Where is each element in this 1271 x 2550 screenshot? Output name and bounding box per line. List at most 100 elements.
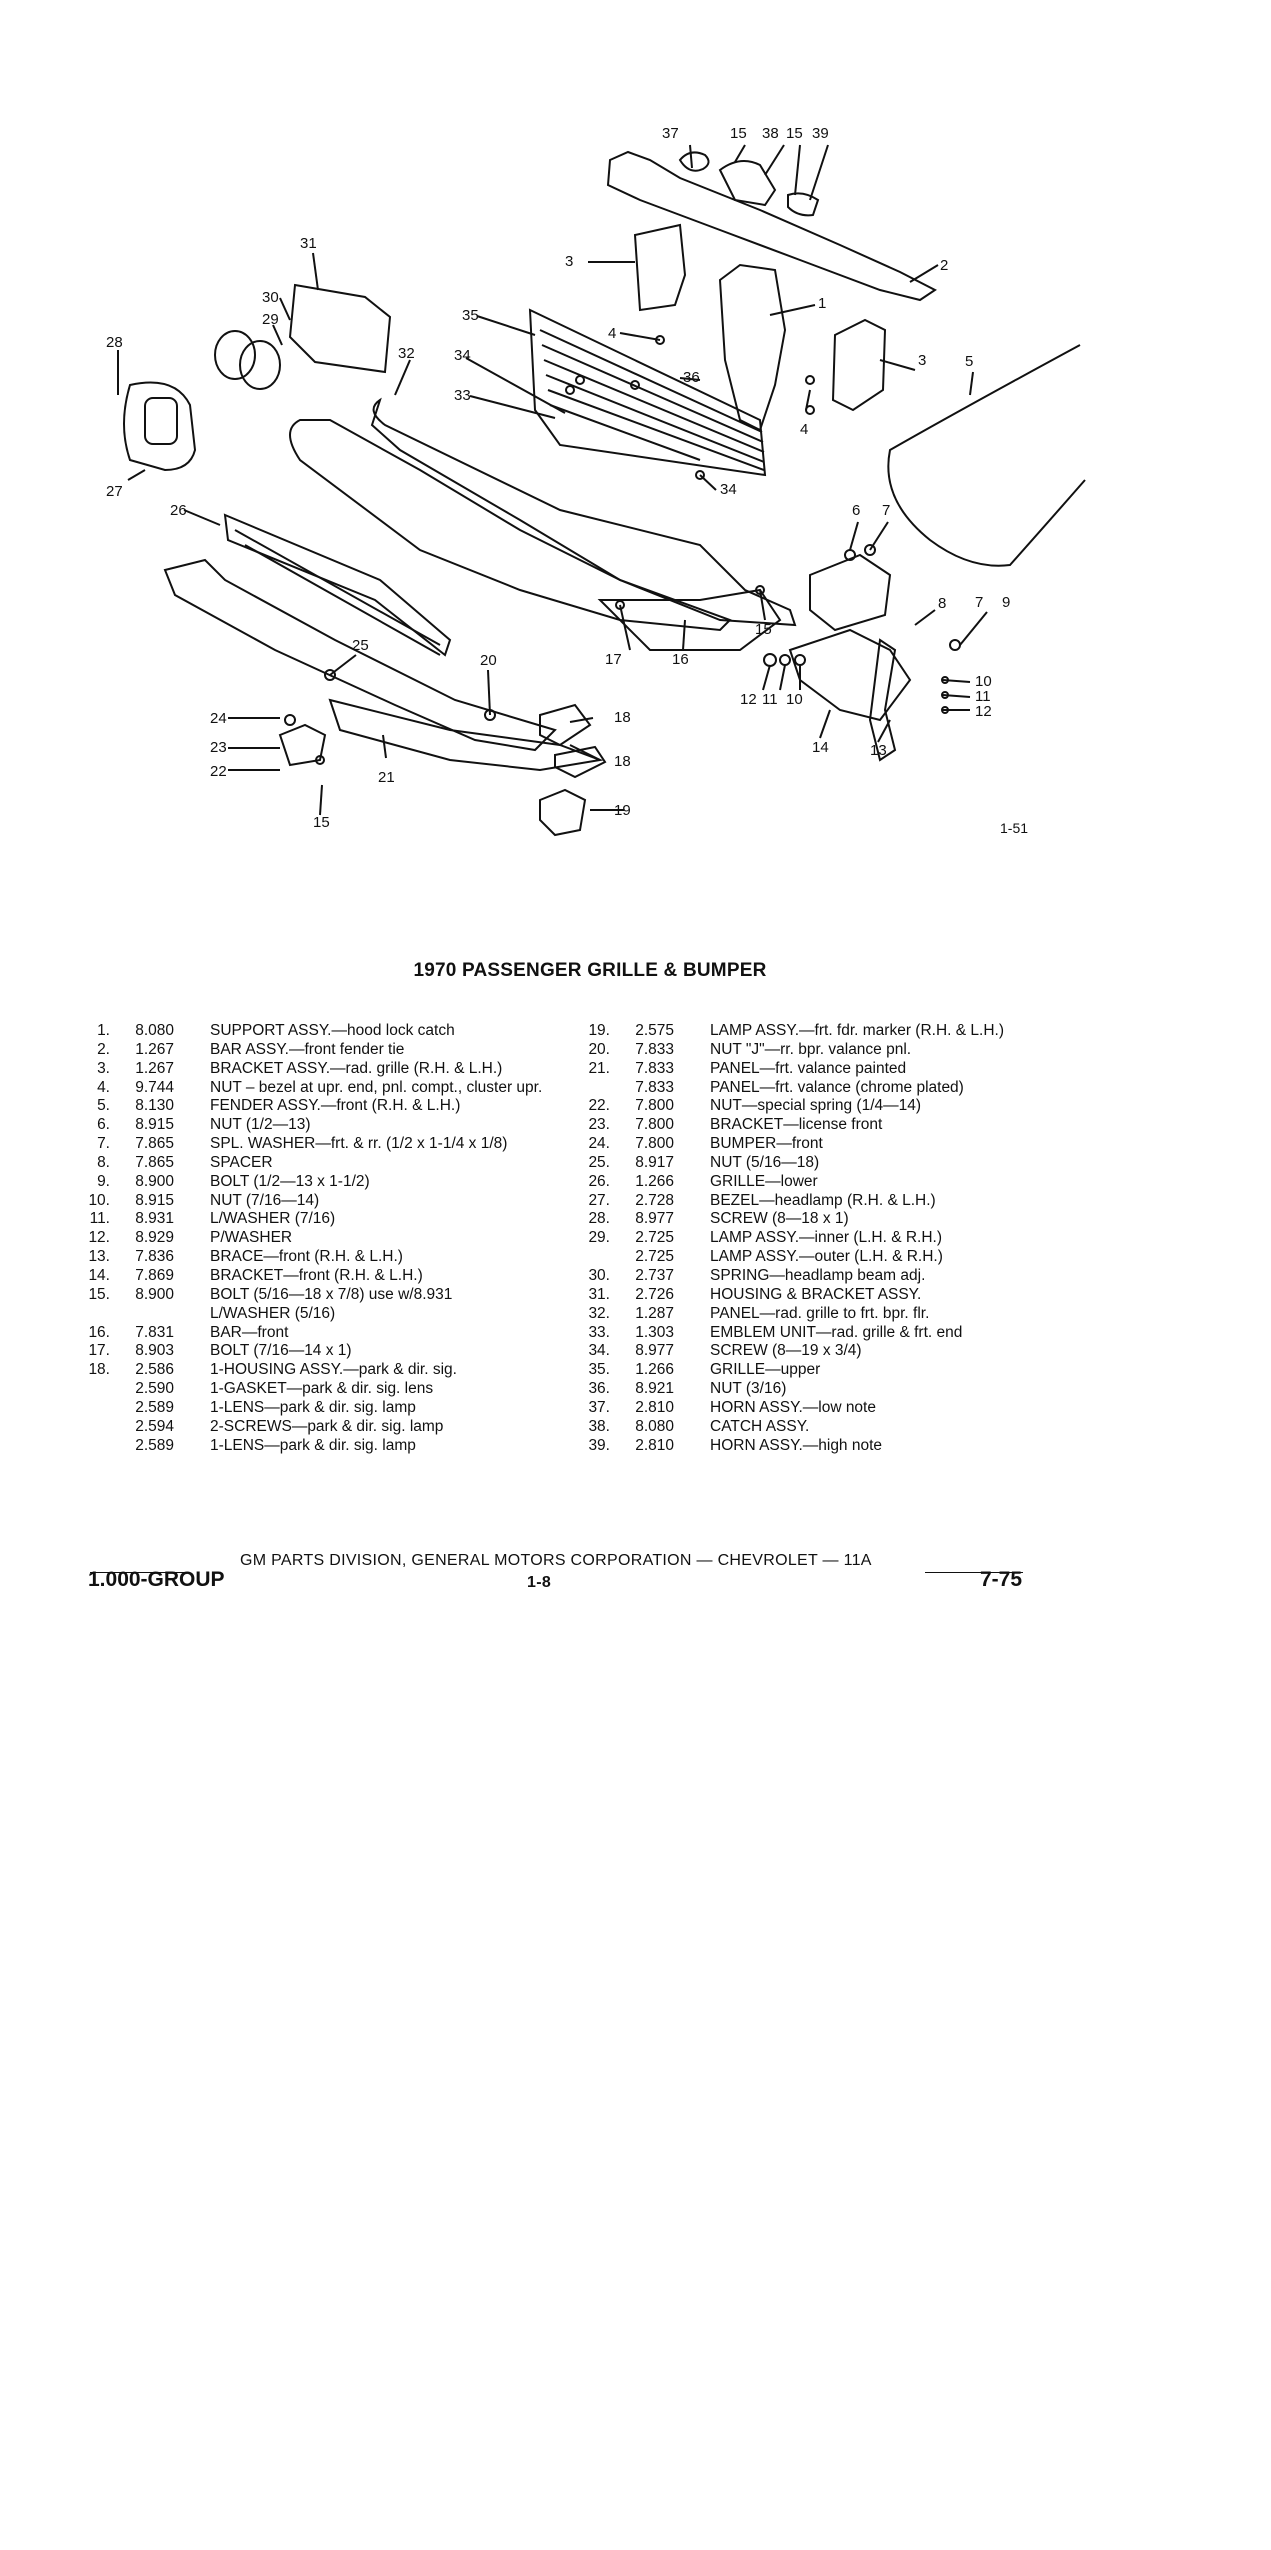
- callout-4: 4: [800, 421, 808, 438]
- callout-16: 16: [672, 651, 689, 668]
- part-description: NUT (7/16—14): [210, 1191, 320, 1209]
- part-description: EMBLEM UNIT—rad. grille & frt. end: [710, 1323, 963, 1341]
- callout-28: 28: [106, 334, 123, 351]
- front-bracket: [788, 628, 912, 722]
- callout-33: 33: [454, 387, 471, 404]
- callout-23: 23: [210, 739, 227, 756]
- ref-number: 6.: [97, 1116, 110, 1134]
- group-number: 1.266: [635, 1172, 674, 1190]
- group-number: 8.080: [635, 1417, 674, 1435]
- headlamp-bezel: [123, 381, 197, 472]
- part-description: L/WASHER (7/16): [210, 1210, 336, 1228]
- group-number: 2.725: [635, 1229, 674, 1247]
- ref-number: 1.: [97, 1022, 110, 1039]
- ref-number: 26.: [588, 1172, 610, 1190]
- callout-11: 11: [975, 688, 991, 705]
- front-bar: [289, 419, 732, 632]
- group-number: 7.869: [135, 1266, 174, 1284]
- part-description: SPRING—headlamp beam adj.: [710, 1266, 926, 1284]
- group-number: 2.737: [635, 1266, 674, 1284]
- part-description: BRACKET—license front: [710, 1116, 883, 1134]
- callout-12: 12: [740, 691, 757, 708]
- footer-rule-left: [90, 1572, 188, 1573]
- group-number: 2.575: [635, 1022, 674, 1039]
- part-description: NUT – bezel at upr. end, pnl. compt., cl…: [210, 1078, 543, 1096]
- group-number: 2.810: [635, 1398, 674, 1416]
- ref-number: 38.: [588, 1417, 610, 1435]
- part-description: BOLT (7/16—14 x 1): [210, 1342, 352, 1360]
- group-number: 8.917: [635, 1153, 674, 1171]
- part-description: NUT "J"—rr. bpr. valance pnl.: [710, 1040, 912, 1058]
- callout-27: 27: [106, 483, 123, 500]
- callout-4: 4: [608, 325, 616, 342]
- footer-group: 1.000-GROUP: [88, 1568, 225, 1591]
- headlamp-inner: [239, 340, 281, 390]
- callout-8: 8: [938, 595, 946, 612]
- group-number: 2.726: [635, 1285, 674, 1303]
- part-description: PANEL—frt. valance painted: [710, 1059, 907, 1077]
- callout-15: 15: [786, 125, 803, 142]
- callout-20: 20: [480, 652, 497, 669]
- callout-7: 7: [882, 502, 890, 519]
- part-description: BRACKET—front (R.H. & L.H.): [210, 1266, 423, 1284]
- callout-5: 5: [965, 353, 973, 370]
- part-description: SPL. WASHER—frt. & rr. (1/2 x 1-1/4 x 1/…: [210, 1135, 508, 1153]
- ref-number: 4.: [97, 1078, 110, 1096]
- exploded-parts-diagram: 37 15 38 15 39 2 31 3 1 30 29 35 4 28 32…: [106, 125, 1086, 837]
- ref-number: 2.: [97, 1040, 110, 1058]
- rad-grille-panel: [370, 397, 797, 627]
- group-number: 8.915: [135, 1116, 174, 1134]
- ref-number: 30.: [588, 1266, 610, 1284]
- callout-10: 10: [975, 673, 992, 690]
- marker-lamp: [539, 788, 587, 837]
- group-number: 8.977: [635, 1210, 674, 1228]
- rad-grille-bracket-right: [831, 318, 887, 412]
- part-description: HOUSING & BRACKET ASSY.: [710, 1285, 922, 1303]
- callout-2: 2: [940, 257, 948, 274]
- part-description: 1-LENS—park & dir. sig. lamp: [210, 1436, 416, 1454]
- callout-34: 34: [454, 347, 471, 364]
- callout-26: 26: [170, 502, 187, 519]
- callout-34: 34: [720, 481, 737, 498]
- footer-publisher: GM PARTS DIVISION, GENERAL MOTORS CORPOR…: [240, 1552, 872, 1569]
- front-fender: [887, 344, 1086, 567]
- part-description: GRILLE—lower: [710, 1172, 818, 1190]
- group-number: 8.921: [635, 1380, 674, 1398]
- group-number: 8.080: [135, 1022, 174, 1039]
- callout-9: 9: [1002, 594, 1010, 611]
- group-number: 8.915: [135, 1191, 174, 1209]
- group-number: 1.287: [635, 1304, 674, 1322]
- footer-rule-right: [925, 1572, 1023, 1573]
- part-description: BAR—front: [210, 1323, 289, 1341]
- ref-number: 17.: [88, 1342, 110, 1360]
- group-number: 2.810: [635, 1436, 674, 1454]
- footer-page-number: 1-8: [527, 1574, 552, 1591]
- group-number: 8.903: [135, 1342, 174, 1360]
- ref-number: 24.: [588, 1135, 610, 1153]
- ref-number: 15.: [88, 1285, 110, 1303]
- part-description: SCREW (8—18 x 1): [710, 1210, 849, 1228]
- part-description: BOLT (5/16—18 x 7/8) use w/8.931: [210, 1285, 453, 1303]
- ref-number: 35.: [588, 1361, 610, 1379]
- ref-number: 33.: [588, 1323, 610, 1341]
- part-description: HORN ASSY.—low note: [710, 1398, 876, 1416]
- ref-number: 37.: [588, 1398, 610, 1416]
- callout-38: 38: [762, 125, 779, 142]
- upper-grille: [528, 308, 767, 477]
- ref-number: 23.: [588, 1116, 610, 1134]
- part-description: LAMP ASSY.—outer (L.H. & R.H.): [710, 1248, 943, 1266]
- callout-14: 14: [812, 739, 829, 756]
- ref-number: 12.: [88, 1229, 110, 1247]
- group-number: 1.267: [135, 1059, 174, 1077]
- ref-number: 19.: [588, 1022, 610, 1039]
- callout-18: 18: [614, 709, 631, 726]
- part-description: BRACE—front (R.H. & L.H.): [210, 1248, 403, 1266]
- callout-24: 24: [210, 710, 227, 727]
- callout-3: 3: [918, 352, 926, 369]
- callout-15: 15: [313, 814, 330, 831]
- group-number: 7.800: [635, 1116, 674, 1134]
- group-number: 2.589: [135, 1436, 174, 1454]
- callout-15: 15: [755, 621, 772, 638]
- ref-number: 18.: [88, 1361, 110, 1379]
- group-number: 7.800: [635, 1097, 674, 1115]
